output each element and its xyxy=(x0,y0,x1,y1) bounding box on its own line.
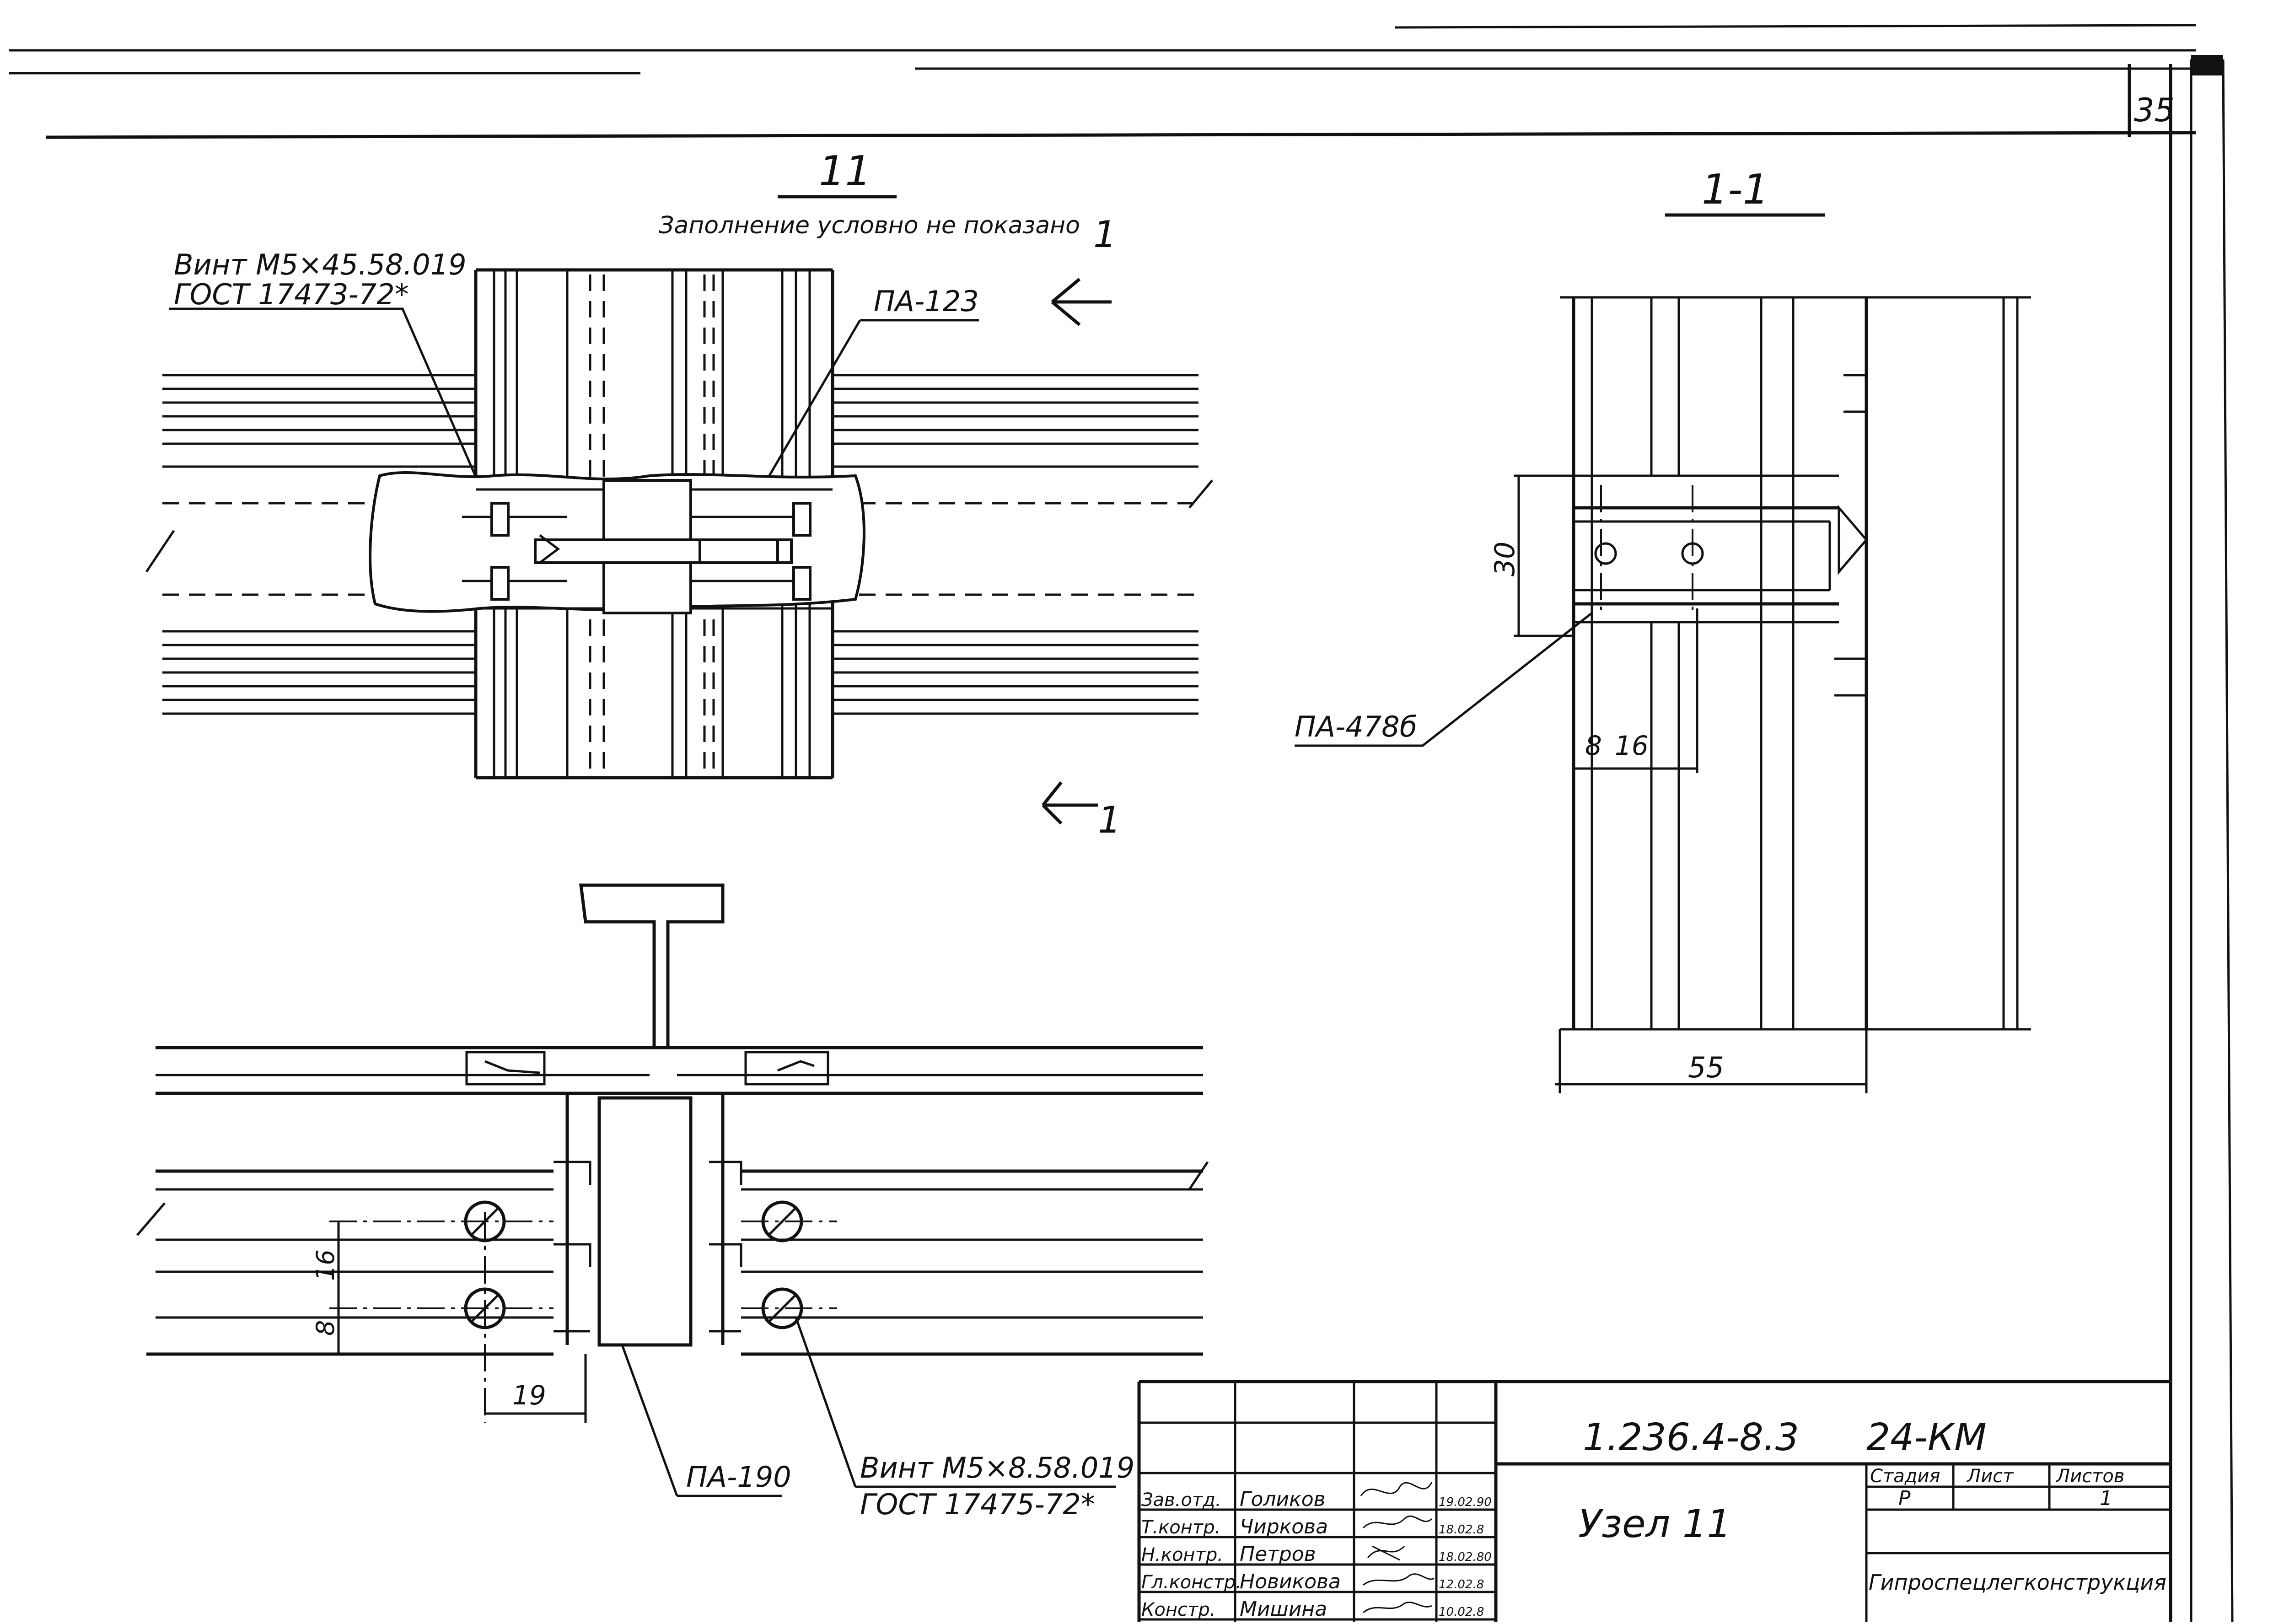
title-head-sheet: Лист xyxy=(1966,1466,2014,1487)
sheet-frame xyxy=(9,24,2234,1622)
title-head-sheets: Листов xyxy=(2055,1466,2124,1487)
section-mark-top: 1 xyxy=(1093,213,1117,256)
row-role: Т.контр. xyxy=(1141,1517,1220,1538)
title-block: 1.236.4-8.3 24-КМ Узел 11 Стадия Лист Ли… xyxy=(1137,1380,2171,1622)
section-profile-label: ПА-478б xyxy=(1295,710,1417,743)
row-name: Чиркова xyxy=(1240,1515,1328,1538)
node-profile-label: ПА-123 xyxy=(874,285,979,318)
node-view: 11 Заполнение условно не показано 1 1 Ви… xyxy=(145,147,1213,841)
detail-screw-label-1: Винт М5×8.58.019 xyxy=(860,1451,1134,1484)
row-role: Констр. xyxy=(1141,1599,1215,1620)
title-node-name: Узел 11 xyxy=(1578,1501,1731,1546)
detail-screw-label-2: ГОСТ 17475-72* xyxy=(860,1488,1095,1521)
section-view: 1-1 30 8 16 55 ПА-478б xyxy=(1295,166,2031,1093)
node-view-title: 11 xyxy=(819,147,871,195)
title-organization: Гипроспецлегконструкция xyxy=(1869,1570,2166,1595)
row-role: Гл.констр. xyxy=(1141,1572,1241,1593)
row-date: 18.02.80 xyxy=(1439,1550,1492,1564)
detail-profile-label: ПА-190 xyxy=(686,1460,791,1494)
section-dim-a: 8 xyxy=(1585,730,1602,761)
row-role: Зав.отд. xyxy=(1141,1490,1221,1511)
signature-rows: Зав.отд. Голиков 19.02.90 Т.контр. Чирко… xyxy=(1141,1488,1492,1621)
title-sheets: 1 xyxy=(2100,1487,2112,1510)
node-view-note: Заполнение условно не показано xyxy=(659,212,1080,239)
row-name: Новикова xyxy=(1240,1570,1341,1593)
row-date: 19.02.90 xyxy=(1439,1495,1492,1509)
row-date: 12.02.8 xyxy=(1439,1578,1484,1592)
row-role: Н.контр. xyxy=(1141,1544,1223,1565)
detail-dim-vertical-1: 16 xyxy=(311,1249,340,1281)
row-date: 18.02.8 xyxy=(1439,1523,1484,1537)
signatures xyxy=(1360,1482,1435,1613)
sheet-number: 35 xyxy=(2134,91,2175,129)
section-mark-bottom: 1 xyxy=(1098,799,1121,841)
row-date: 10.02.8 xyxy=(1439,1605,1484,1619)
section-dim-height: 30 xyxy=(1489,542,1521,576)
row-name: Петров xyxy=(1240,1543,1316,1566)
section-view-title: 1-1 xyxy=(1702,166,1769,214)
row-name: Мишина xyxy=(1240,1597,1327,1621)
section-dim-width: 55 xyxy=(1688,1051,1724,1084)
title-stage: Р xyxy=(1898,1487,1911,1510)
title-doc-code: 1.236.4-8.3 xyxy=(1583,1416,1799,1459)
detail-view: 16 8 19 ПА-190 Винт М5×8.58.019 ГОСТ 174… xyxy=(136,883,1209,1521)
detail-dim-horizontal: 19 xyxy=(512,1380,546,1411)
detail-dim-vertical-2: 8 xyxy=(311,1320,340,1336)
row-name: Голиков xyxy=(1240,1488,1326,1511)
title-head-stage: Стадия xyxy=(1870,1466,1940,1487)
title-doc-suffix: 24-КМ xyxy=(1866,1416,1987,1459)
node-screw-label-2: ГОСТ 17473-72* xyxy=(174,278,409,311)
section-dim-b: 16 xyxy=(1615,730,1649,761)
node-screw-label-1: Винт М5×45.58.019 xyxy=(174,248,467,281)
